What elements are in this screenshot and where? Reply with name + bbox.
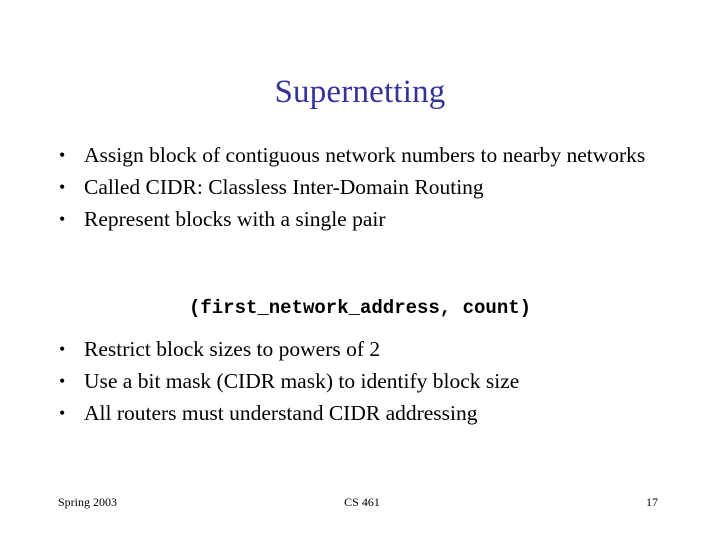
list-item: • All routers must understand CIDR addre… (56, 399, 672, 427)
bullet-icon: • (59, 339, 66, 359)
list-item: • Called CIDR: Classless Inter-Domain Ro… (56, 173, 672, 201)
slide-number: 17 (646, 495, 658, 509)
bullet-icon: • (59, 371, 66, 391)
list-item-label: Represent blocks with a single pair (84, 207, 386, 231)
list-item: • Represent blocks with a single pair (56, 205, 672, 233)
slide-footer: Spring 2003 CS 461 17 (56, 494, 668, 512)
bullet-list-upper: • Assign block of contiguous network num… (56, 141, 672, 235)
bullet-icon: • (59, 403, 66, 423)
page-title: Supernetting (274, 74, 446, 110)
bullet-icon: • (59, 177, 66, 197)
list-item: • Restrict block sizes to powers of 2 (56, 335, 672, 363)
list-item-label: Called CIDR: Classless Inter-Domain Rout… (84, 175, 484, 199)
list-item: • Use a bit mask (CIDR mask) to identify… (56, 367, 672, 395)
footer-term: Spring 2003 (58, 495, 118, 509)
list-item-label: Restrict block sizes to powers of 2 (84, 337, 381, 361)
list-item-label: Use a bit mask (CIDR mask) to identify b… (84, 369, 520, 393)
bullet-icon: • (59, 209, 66, 229)
footer-course: CS 461 (344, 495, 380, 509)
bullet-icon: • (59, 145, 66, 165)
list-item-label: Assign block of contiguous network numbe… (84, 143, 646, 167)
bullet-list-lower: • Restrict block sizes to powers of 2 • … (56, 335, 672, 431)
list-item: • Assign block of contiguous network num… (56, 141, 672, 169)
code-snippet: (first_network_address, count) (188, 297, 532, 319)
list-item-label: All routers must understand CIDR address… (84, 401, 478, 425)
